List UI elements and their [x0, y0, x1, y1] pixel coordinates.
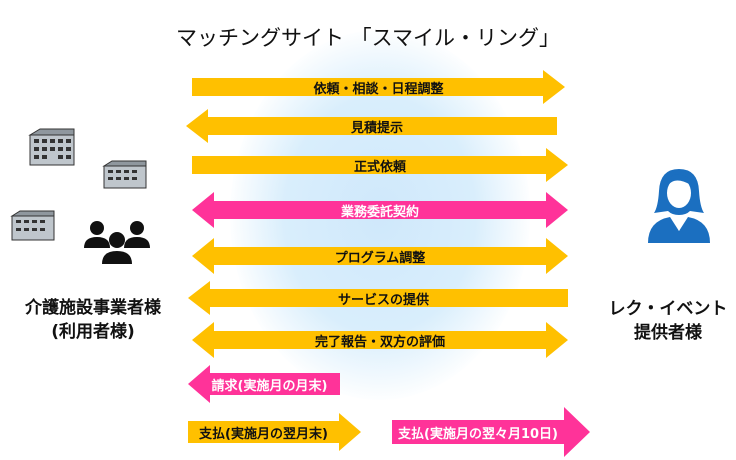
flow-label: 正式依頼 — [353, 159, 406, 175]
arrow-shape — [186, 109, 557, 143]
provider-line1: レク・イベント — [608, 299, 728, 319]
quote-arrow: 見積提示 — [186, 109, 557, 143]
people-group-icon — [84, 221, 150, 264]
flow-label: 業務委託契約 — [340, 204, 419, 220]
arrow-shape — [192, 238, 568, 274]
provider-person-icon — [648, 169, 710, 243]
flow-label: プログラム調整 — [334, 250, 426, 266]
building-icon — [10, 210, 55, 241]
request-consult-schedule-arrow: 依頼・相談・日程調整 — [192, 70, 565, 104]
contract-arrow: 業務委託契約 — [192, 192, 568, 228]
provider-line2: 提供者様 — [634, 323, 702, 343]
flow-label: 支払(実施月の翌月末) — [199, 426, 328, 442]
flow-label: 見積提示 — [350, 120, 403, 136]
invoice-arrow: 請求(実施月の月末) — [188, 365, 340, 403]
arrow-shape — [188, 413, 361, 451]
formal-request-arrow: 正式依頼 — [192, 148, 568, 182]
payment-month-after-next-arrow: 支払(実施月の翌々月10日) — [392, 407, 590, 457]
flow-label: 完了報告・双方の評価 — [314, 334, 445, 350]
arrow-shape — [192, 70, 565, 104]
program-adjust-arrow: プログラム調整 — [192, 238, 568, 274]
arrow-shape — [192, 192, 568, 228]
building-icon — [28, 128, 75, 166]
payment-next-month-arrow: 支払(実施月の翌月末) — [188, 413, 361, 451]
care-facility-label: 介護施設事業者様 (利用者様) — [0, 296, 186, 344]
flow-label: 依頼・相談・日程調整 — [313, 81, 444, 97]
building-icon — [102, 160, 147, 189]
arrow-shape — [188, 365, 340, 403]
care-facility-line1: 介護施設事業者様 — [25, 298, 161, 318]
flow-label: 請求(実施月の月末) — [211, 378, 328, 394]
arrow-shape — [392, 407, 590, 457]
care-facility-line2: (利用者様) — [51, 322, 135, 342]
arrow-shape — [188, 281, 568, 315]
page-title: マッチングサイト 「スマイル・リング」 — [175, 26, 561, 50]
arrow-shape — [192, 148, 568, 182]
provider-label: レク・イベント提供者様 — [600, 297, 736, 345]
flow-label: サービスの提供 — [337, 292, 429, 308]
service-provision-arrow: サービスの提供 — [188, 281, 568, 315]
flow-label: 支払(実施月の翌々月10日) — [398, 426, 558, 442]
arrow-shape — [192, 322, 568, 358]
completion-review-arrow: 完了報告・双方の評価 — [192, 322, 568, 358]
